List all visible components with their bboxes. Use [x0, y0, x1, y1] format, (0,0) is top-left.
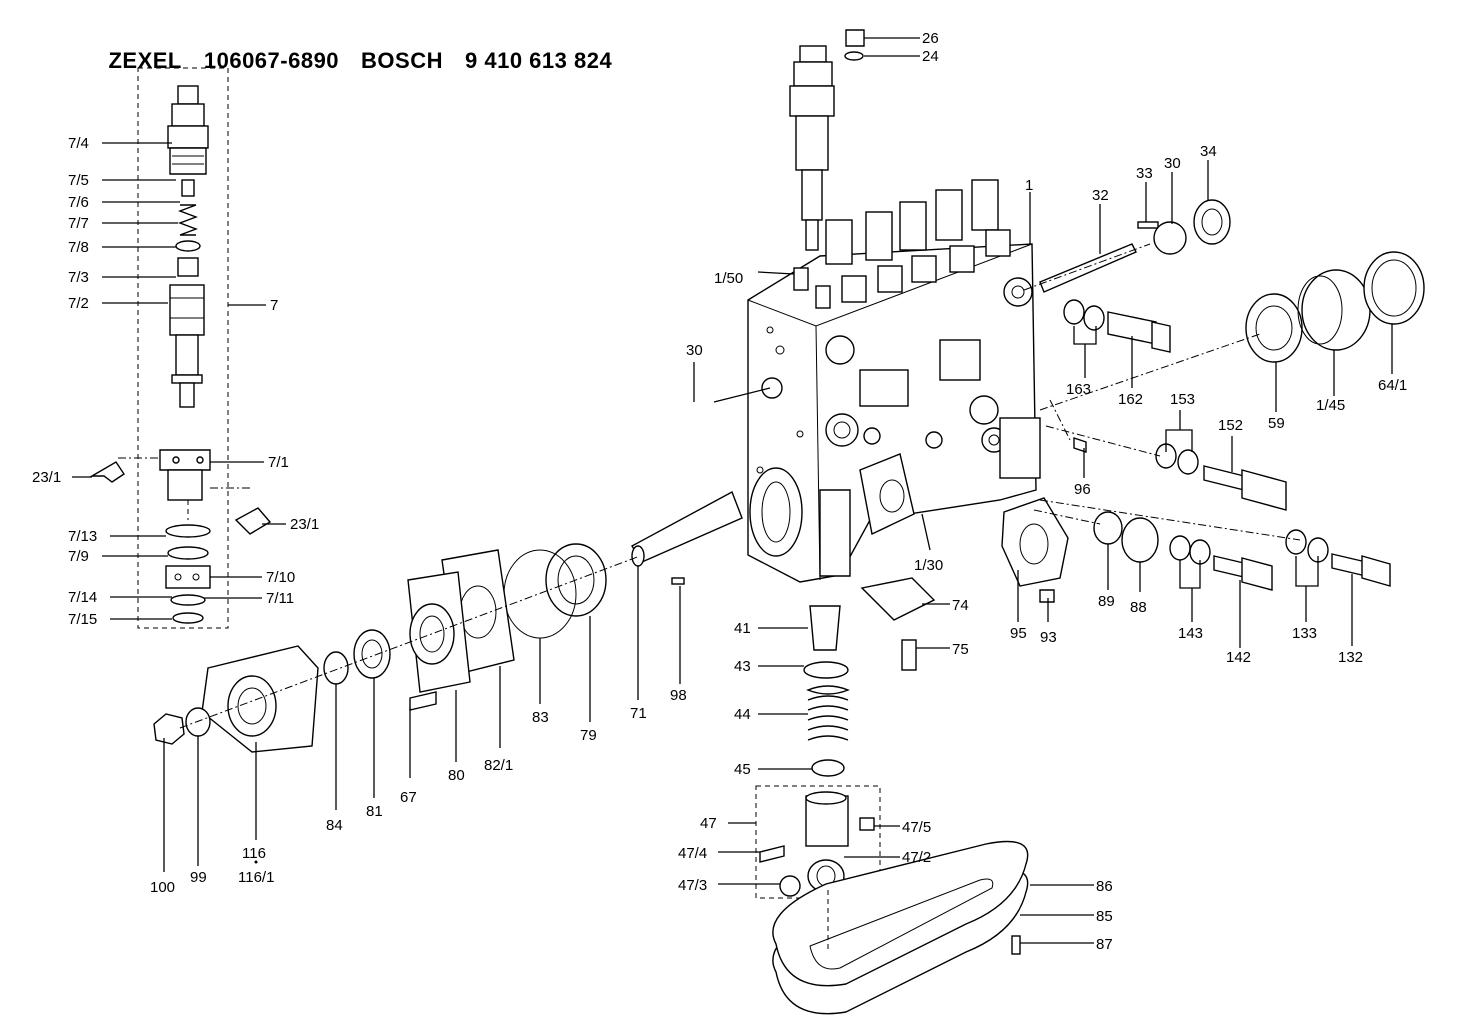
pump-housing	[747, 179, 1069, 587]
label-75: 75	[952, 641, 969, 658]
label-7-7: 7/7	[68, 215, 89, 232]
top-delivery-fitting	[789, 29, 865, 251]
label-96: 96	[1074, 481, 1091, 498]
label-143: 143	[1178, 625, 1203, 642]
label-44: 44	[734, 706, 751, 723]
label-116: 116	[242, 845, 266, 862]
label-87: 87	[1096, 936, 1113, 953]
nozzle-holder-assembly	[89, 67, 272, 629]
label-81: 81	[366, 803, 383, 820]
right-middle-parts	[1045, 299, 1287, 511]
label-93: 93	[1040, 629, 1057, 646]
label-23-1-b: 23/1	[290, 516, 319, 533]
label-7-6: 7/6	[68, 194, 89, 211]
label-74: 74	[952, 597, 969, 614]
label-26: 26	[922, 30, 939, 47]
label-24: 24	[922, 48, 939, 65]
label-95: 95	[1010, 625, 1027, 642]
label-7-5: 7/5	[68, 172, 89, 189]
label-7-1: 7/1	[268, 454, 289, 471]
label-7: 7	[270, 297, 278, 314]
label-7-2: 7/2	[68, 295, 89, 312]
label-7-8: 7/8	[68, 239, 89, 256]
label-67: 67	[400, 789, 417, 806]
label-85: 85	[1096, 908, 1113, 925]
label-64-1: 64/1	[1378, 377, 1407, 394]
label-152: 152	[1218, 417, 1243, 434]
label-7-10: 7/10	[266, 569, 295, 586]
leader-lines	[72, 37, 1393, 944]
label-47-3: 47/3	[678, 877, 707, 894]
part-number-zexel: 106067-6890	[203, 48, 340, 73]
callout-labels: 7/4 7/5 7/6 7/7 7/8 7/3 7/2 7 7/1 23/1 2…	[32, 30, 1407, 953]
label-71: 71	[630, 705, 647, 722]
label-1-50: 1/50	[714, 270, 743, 287]
label-47-2: 47/2	[902, 849, 931, 866]
label-133: 133	[1292, 625, 1317, 642]
label-163: 163	[1066, 381, 1091, 398]
label-47-5: 47/5	[902, 819, 931, 836]
base-gasket-plates	[772, 840, 1029, 1015]
label-1: 1	[1025, 177, 1033, 194]
label-30-top: 30	[1164, 155, 1181, 172]
label-33: 33	[1136, 165, 1153, 182]
label-84: 84	[326, 817, 343, 834]
label-162: 162	[1118, 391, 1143, 408]
label-32: 32	[1092, 187, 1109, 204]
right-lower-parts	[1033, 499, 1391, 591]
label-7-13: 7/13	[68, 528, 97, 545]
label-100: 100	[150, 879, 175, 896]
label-43: 43	[734, 658, 751, 675]
label-79: 79	[580, 727, 597, 744]
label-98: 98	[670, 687, 687, 704]
camshaft-and-flange-parts	[153, 491, 743, 753]
label-7-11: 7/11	[266, 590, 294, 607]
label-30-left: 30	[686, 342, 703, 359]
label-7-4: 7/4	[68, 135, 89, 152]
label-7-9: 7/9	[68, 548, 89, 565]
label-41: 41	[734, 620, 751, 637]
label-153: 153	[1170, 391, 1195, 408]
label-34: 34	[1200, 143, 1217, 160]
part-number-bosch: 9 410 613 824	[465, 48, 613, 73]
label-142: 142	[1226, 649, 1251, 666]
right-upper-parts	[1023, 199, 1425, 411]
maker-zexel: ZEXEL	[108, 48, 182, 73]
label-59: 59	[1268, 415, 1285, 432]
label-1-45: 1/45	[1316, 397, 1345, 414]
label-99: 99	[190, 869, 207, 886]
roller-tappet-stack	[755, 577, 1055, 899]
maker-bosch: BOSCH	[361, 48, 443, 73]
label-7-14: 7/14	[68, 589, 97, 606]
label-1-30: 1/30	[914, 557, 943, 574]
label-132: 132	[1338, 649, 1363, 666]
label-47: 47	[700, 815, 717, 832]
label-23-1-a: 23/1	[32, 469, 61, 486]
diagram-title: ZEXEL 106067-6890 BOSCH 9 410 613 824	[82, 22, 634, 100]
label-45: 45	[734, 761, 751, 778]
label-80: 80	[448, 767, 465, 784]
label-116-1: 116/1	[238, 869, 274, 886]
label-83: 83	[532, 709, 549, 726]
label-7-3: 7/3	[68, 269, 89, 286]
label-7-15: 7/15	[68, 611, 97, 628]
label-88: 88	[1130, 599, 1147, 616]
label-82-1: 82/1	[484, 757, 513, 774]
label-89: 89	[1098, 593, 1115, 610]
label-47-4: 47/4	[678, 845, 707, 862]
label-86: 86	[1096, 878, 1113, 895]
